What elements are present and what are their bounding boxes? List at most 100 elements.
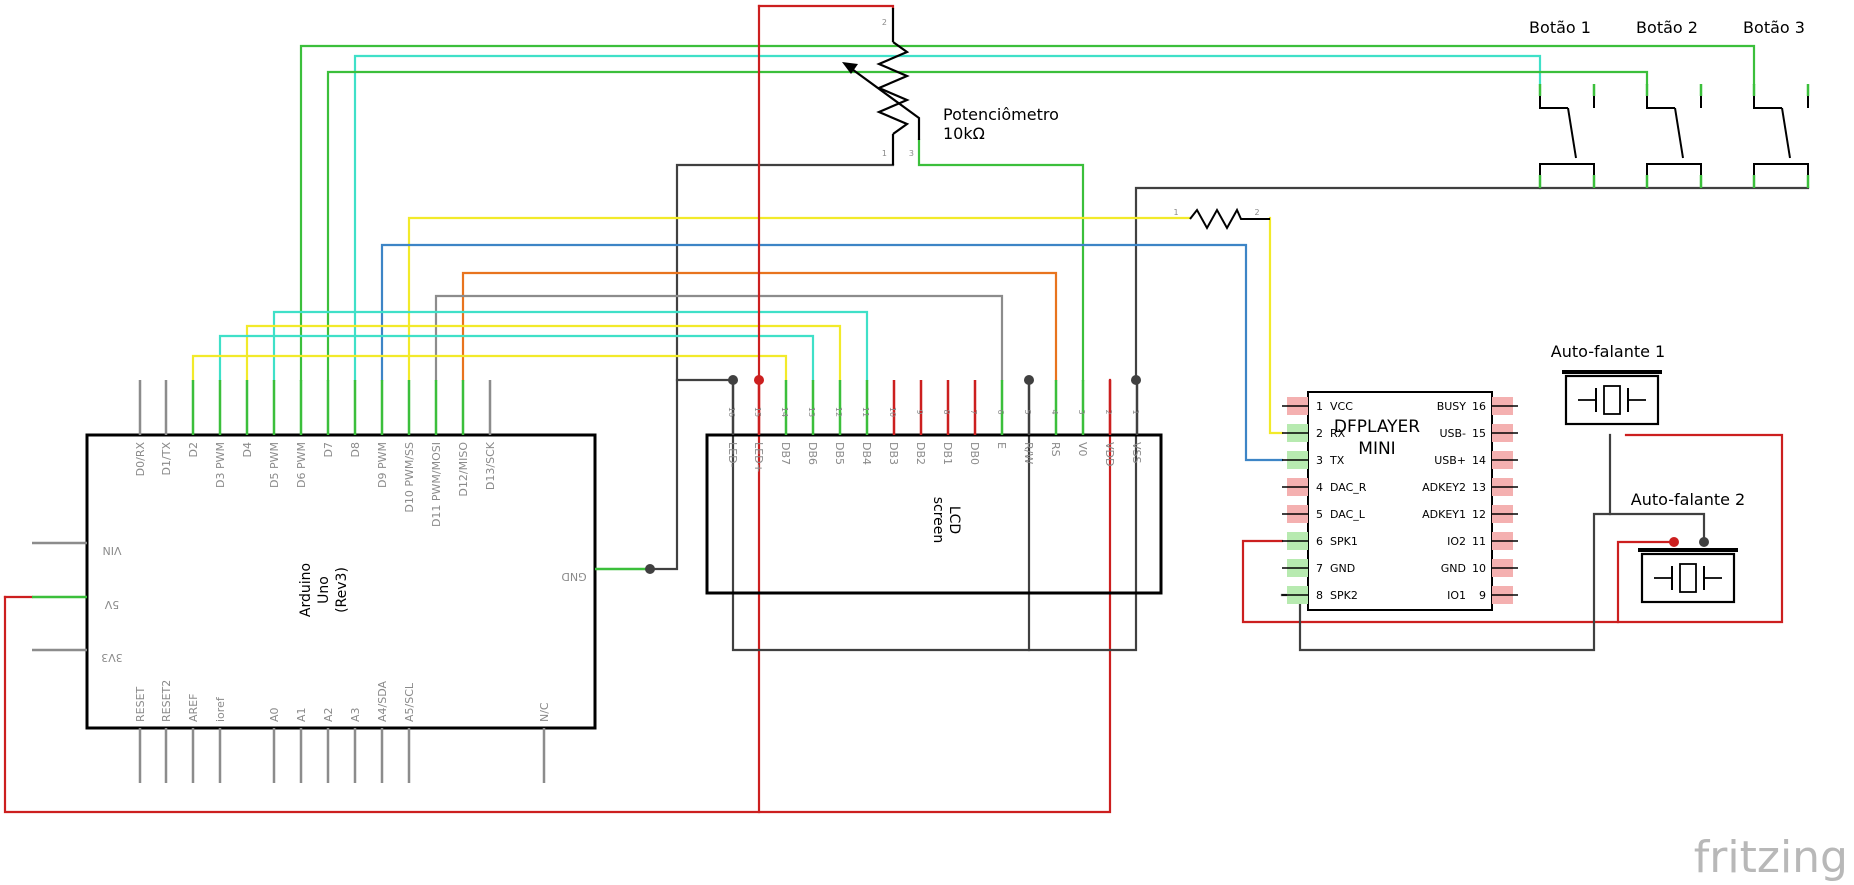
speaker-2-element bbox=[1679, 563, 1697, 593]
dfplayer-pin-label: DAC_L bbox=[1330, 508, 1366, 521]
lcd-pin-number: 4 bbox=[1050, 409, 1059, 414]
lcd-pin-number: 3 bbox=[1077, 409, 1086, 414]
wire-pot-vcc bbox=[757, 4, 895, 10]
arduino-pin-label: A0 bbox=[268, 707, 281, 722]
button-lever bbox=[1567, 107, 1577, 159]
arduino-title: (Rev3) bbox=[334, 567, 350, 613]
lcd-pin-label: DB1 bbox=[941, 442, 954, 465]
lcd-pin-number: 2 bbox=[1104, 409, 1113, 414]
lcd-pin-label: DB6 bbox=[806, 442, 819, 465]
lcd-pin-label: DB0 bbox=[968, 442, 981, 465]
speaker-2-body bbox=[1640, 552, 1736, 604]
arduino-pin-label: D6 PWM bbox=[295, 442, 308, 488]
arduino-pin-label: D2 bbox=[187, 442, 200, 457]
wire-d11-e bbox=[434, 294, 1004, 382]
wire-5v-bus bbox=[3, 378, 1112, 814]
dfplayer-title: DFPLAYER bbox=[1334, 417, 1420, 437]
arduino-pin-label: D12/MISO bbox=[457, 442, 470, 497]
button-contact bbox=[1539, 163, 1595, 188]
button-lever bbox=[1674, 107, 1684, 159]
button-contact bbox=[1753, 84, 1782, 109]
button-title: Botão 2 bbox=[1636, 18, 1698, 37]
button-contact bbox=[1753, 163, 1809, 188]
arduino-pin-label: A2 bbox=[322, 707, 335, 722]
dfplayer-pin-label: VCC bbox=[1330, 400, 1353, 413]
arduino-pin-label: A3 bbox=[349, 707, 362, 722]
dfplayer-pin-number: 15 bbox=[1472, 427, 1486, 440]
junction-gnd bbox=[645, 564, 655, 574]
lcd-pin-label: VDD bbox=[1103, 442, 1116, 466]
dfplayer-body bbox=[1307, 391, 1493, 611]
wire-gnd-lcd bbox=[648, 378, 679, 571]
arduino-pin-label: N/C bbox=[538, 702, 551, 722]
wire-d3-db6 bbox=[218, 334, 815, 382]
fritzing-logo: fritzing bbox=[1694, 832, 1848, 883]
arduino-pin-label: A5/SCL bbox=[403, 682, 416, 722]
lcd-title: LCD bbox=[946, 506, 962, 534]
parts bbox=[32, 8, 1810, 783]
arduino-pin-label: RESET2 bbox=[160, 680, 173, 722]
dfplayer-pin-number: 12 bbox=[1472, 508, 1486, 521]
junction-speaker2-plus bbox=[1669, 537, 1679, 547]
dfplayer-pin-number: 9 bbox=[1479, 589, 1486, 602]
dfplayer-pin-number: 3 bbox=[1316, 454, 1323, 467]
arduino-pin-label: AREF bbox=[187, 694, 200, 722]
dfplayer-pin-number: 14 bbox=[1472, 454, 1486, 467]
dfplayer-pin-label: ADKEY1 bbox=[1422, 508, 1466, 521]
pot-wiper bbox=[844, 63, 921, 140]
arduino-pin-label: D10 PWM/SS bbox=[403, 442, 416, 513]
wire-d8-button1 bbox=[353, 54, 1542, 382]
speaker-title: Auto-falante 2 bbox=[1631, 490, 1745, 509]
junction-led-minus bbox=[728, 375, 738, 385]
lcd-pin-number: 7 bbox=[969, 409, 978, 414]
wire-d6-button3 bbox=[299, 44, 1756, 382]
wire-d9-tx bbox=[380, 243, 1284, 462]
lcd-pin-number: 5 bbox=[1023, 409, 1032, 414]
pot-arrow bbox=[842, 62, 858, 74]
arduino-pin-label: A4/SDA bbox=[376, 681, 389, 722]
arduino-pin-label: 3V3 bbox=[101, 651, 123, 664]
dfplayer-pin-label: SPK1 bbox=[1330, 535, 1358, 548]
dfplayer-pin-label: ADKEY2 bbox=[1422, 481, 1466, 494]
resistor-pin-number: 2 bbox=[1254, 208, 1259, 217]
lcd-pin-label: DB2 bbox=[914, 442, 927, 465]
speaker-title: Auto-falante 1 bbox=[1551, 342, 1665, 361]
lcd-body bbox=[705, 433, 1163, 595]
lcd-pin-label: DB5 bbox=[833, 442, 846, 465]
lcd-pin-label: E bbox=[995, 442, 1008, 449]
pot-title: Potenciômetro bbox=[943, 105, 1059, 124]
arduino-pin-label: D3 PWM bbox=[214, 442, 227, 488]
speaker-1-body bbox=[1564, 374, 1660, 426]
lcd-pin-number: 12 bbox=[834, 407, 843, 417]
lcd-pin-number: 6 bbox=[996, 409, 1005, 414]
dfplayer-pin-label: GND bbox=[1330, 562, 1355, 575]
arduino-pin-label: D9 PWM bbox=[376, 442, 389, 488]
dfplayer-pin-label: RX bbox=[1330, 427, 1346, 440]
pot-pin-number: 3 bbox=[909, 149, 914, 158]
speaker-1-element bbox=[1603, 385, 1621, 415]
dfplayer-pin-number: 11 bbox=[1472, 535, 1486, 548]
arduino-pin-label: GND bbox=[561, 570, 586, 583]
lcd-pin-number: 1 bbox=[1131, 409, 1140, 414]
wire-vss-buttons bbox=[1134, 186, 1542, 382]
dfplayer-pin-label: IO2 bbox=[1447, 535, 1466, 548]
wire-d7-button2 bbox=[326, 70, 1649, 382]
junction-vss bbox=[1131, 375, 1141, 385]
junction-speaker2-minus bbox=[1699, 537, 1709, 547]
junction-rw bbox=[1024, 375, 1034, 385]
pot-title: 10kΩ bbox=[943, 124, 985, 143]
arduino-pin-label: 5V bbox=[104, 598, 119, 611]
dfplayer-pin-number: 5 bbox=[1316, 508, 1323, 521]
dfplayer-pin-label: SPK2 bbox=[1330, 589, 1358, 602]
dfplayer-pin-number: 1 bbox=[1316, 400, 1323, 413]
pot-pin-number: 2 bbox=[882, 18, 887, 27]
arduino-pin-label: D7 bbox=[322, 442, 335, 457]
arduino-pin-label: VIN bbox=[103, 544, 122, 557]
button-contact bbox=[1646, 84, 1675, 109]
wires bbox=[3, 4, 1810, 814]
wire-d2-db7 bbox=[191, 354, 788, 382]
lcd-pin-label: LED- bbox=[726, 442, 739, 468]
arduino-pin-label: D0/RX bbox=[134, 442, 147, 477]
arduino-pin-label: D1/TX bbox=[160, 442, 173, 476]
